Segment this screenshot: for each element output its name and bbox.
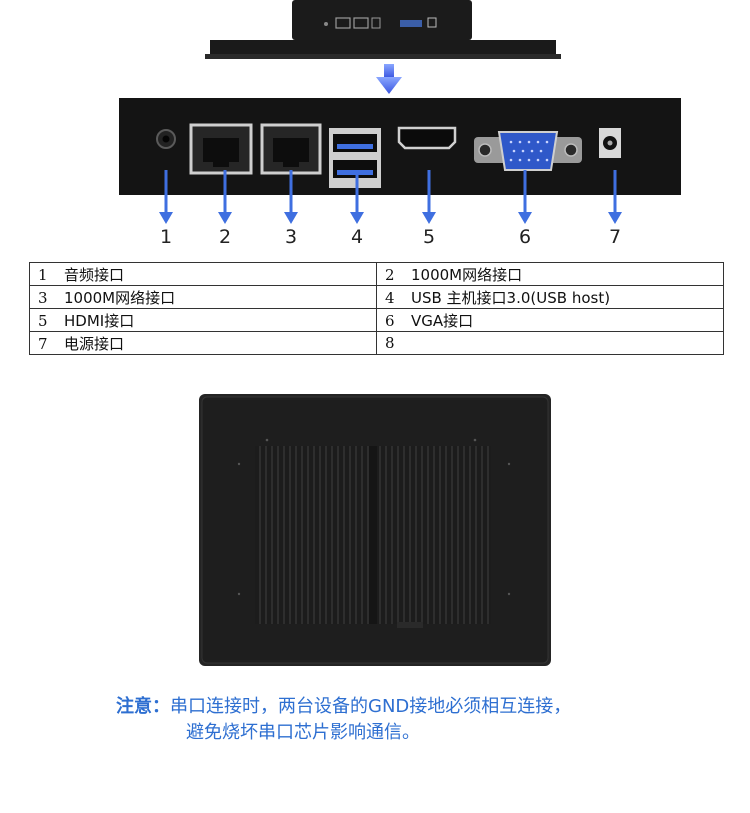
table-cell: 1 音频接口 [29, 262, 377, 286]
port-number: 8 [385, 334, 395, 352]
callout-arrow-6 [518, 170, 532, 224]
callout-number-4: 4 [350, 226, 364, 248]
table-row: 5 HDMI接口 6 VGA接口 [29, 308, 724, 332]
table-cell: 3 1000M网络接口 [29, 285, 377, 309]
callout-number-5: 5 [422, 226, 436, 248]
down-arrow-icon [376, 64, 402, 94]
callout-arrow-7 [608, 170, 622, 224]
callout-number-7: 7 [608, 226, 622, 248]
port-table: 1 音频接口 2 1000M网络接口 3 1000M网络接口 4 USB 主机接口3.0… [29, 262, 724, 355]
port-number: 2 [385, 265, 395, 284]
port-label: HDMI接口 [64, 311, 135, 330]
callout-arrow-1 [159, 170, 173, 224]
port-number: 7 [38, 334, 48, 353]
table-cell: 7 电源接口 [29, 331, 377, 355]
callout-number-6: 6 [518, 226, 532, 248]
device-top-photo [205, 0, 561, 59]
port-label: VGA接口 [411, 311, 474, 330]
notice-label: 注意： [116, 696, 170, 717]
port-label: 音频接口 [64, 265, 125, 284]
port-label: 1000M网络接口 [411, 265, 523, 284]
notice: 注意：串口连接时，两台设备的GND接地必须相互连接， 避免烧坏串口芯片影响通信。 [116, 694, 716, 746]
port-number: 4 [385, 288, 395, 307]
table-cell: 5 HDMI接口 [29, 308, 377, 332]
table-cell: 6 VGA接口 [376, 308, 724, 332]
callout-number-1: 1 [159, 226, 173, 248]
port-panel-photo [119, 98, 681, 195]
port-label: 1000M网络接口 [64, 288, 176, 307]
callout-arrow-2 [218, 170, 232, 224]
port-number: 3 [38, 288, 48, 307]
callout-arrow-5 [422, 170, 436, 224]
port-label: USB 主机接口3.0(USB host) [411, 288, 611, 307]
device-back-photo [199, 394, 551, 666]
callout-arrow-3 [284, 170, 298, 224]
table-row: 3 1000M网络接口 4 USB 主机接口3.0(USB host) [29, 285, 724, 309]
callout-arrow-4 [350, 170, 364, 224]
port-label: 电源接口 [64, 334, 125, 353]
table-cell: 2 1000M网络接口 [376, 262, 724, 286]
notice-line-2: 避免烧坏串口芯片影响通信。 [186, 722, 420, 743]
port-number: 5 [38, 311, 48, 330]
callout-number-3: 3 [284, 226, 298, 248]
table-row: 1 音频接口 2 1000M网络接口 [29, 262, 724, 286]
port-number: 6 [385, 311, 395, 330]
table-row: 7 电源接口 8 [29, 331, 724, 355]
callout-number-2: 2 [218, 226, 232, 248]
table-cell: 8 [376, 331, 724, 355]
port-number: 1 [38, 265, 48, 284]
notice-line-1: 串口连接时，两台设备的GND接地必须相互连接， [170, 696, 572, 717]
table-cell: 4 USB 主机接口3.0(USB host) [376, 285, 724, 309]
